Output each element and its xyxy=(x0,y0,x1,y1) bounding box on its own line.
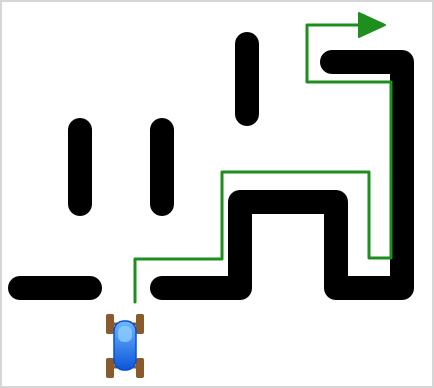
wheel-rear-left xyxy=(106,358,114,378)
route-arrow-icon xyxy=(359,13,385,37)
robot-car-icon xyxy=(106,314,144,378)
wall-lower-right-main xyxy=(162,62,402,288)
robot-window xyxy=(118,326,132,342)
wheel-rear-right xyxy=(136,358,144,378)
wheel-front-right xyxy=(136,314,144,334)
wheel-front-left xyxy=(106,314,114,334)
